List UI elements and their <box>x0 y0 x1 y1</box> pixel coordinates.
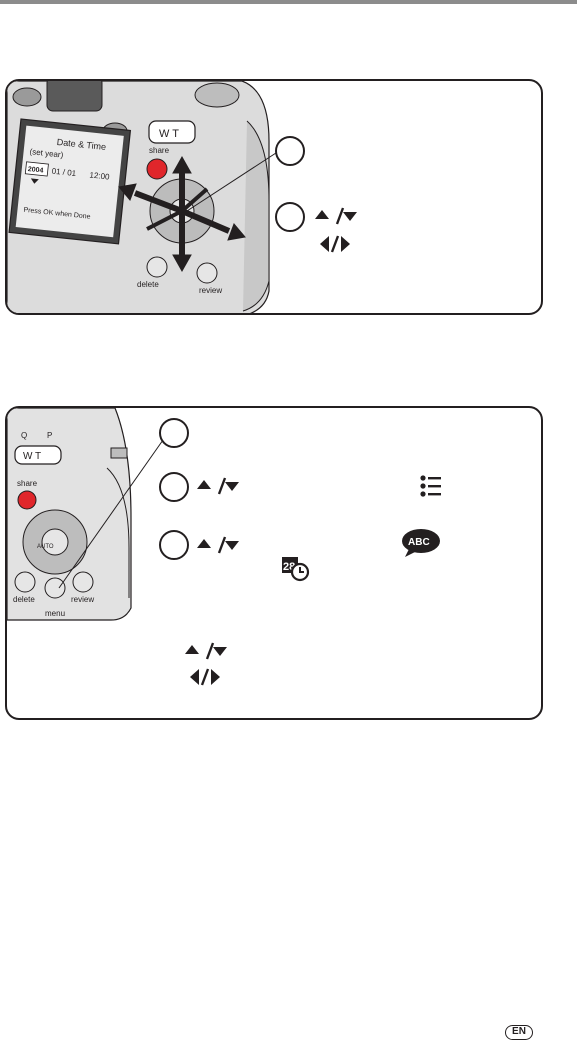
camera-menu-illustration: Q P W T share AUTO delete menu review <box>7 408 147 622</box>
step-2-marker <box>275 202 305 232</box>
date-time-icon: 28 <box>282 557 310 582</box>
camera-label: W T <box>23 451 41 462</box>
lcd-time: 12:00 <box>89 170 110 181</box>
camera-label: review <box>71 595 94 604</box>
language-badge: EN <box>505 1025 533 1040</box>
camera-label: review <box>199 286 222 295</box>
lcd-year: 2004 <box>27 166 43 175</box>
camera-label: Q <box>21 431 27 440</box>
language-icon: ABC <box>402 529 440 557</box>
up-down-arrows-icon <box>197 477 239 495</box>
step-1-marker <box>159 418 189 448</box>
step-2-marker <box>159 472 189 502</box>
up-down-arrows-icon <box>197 536 239 554</box>
camera-label: delete <box>13 595 35 604</box>
step-1-marker <box>275 136 305 166</box>
camera-label: menu <box>45 609 65 618</box>
lcd-screen <box>15 125 124 238</box>
camera-label: share <box>17 479 38 488</box>
left-right-arrows-icon <box>190 668 220 686</box>
direction-arrows <box>118 155 246 273</box>
up-down-arrows-icon <box>315 207 357 225</box>
camera-label: share <box>149 146 170 155</box>
camera-back-illustration: Date & Time (set year) 2004 01 / 01 12:0… <box>7 81 277 313</box>
date-time-instruction-panel: Date & Time (set year) 2004 01 / 01 12:0… <box>5 79 543 315</box>
step-3-marker <box>159 530 189 560</box>
zoom-label: W T <box>159 128 179 140</box>
camera-label: P <box>47 431 52 440</box>
camera-label: AUTO <box>37 544 54 550</box>
top-rule <box>0 0 577 4</box>
lcd-date: 01 / 01 <box>51 167 77 179</box>
up-down-arrows-icon <box>185 642 227 660</box>
setup-menu-instruction-panel: Q P W T share AUTO delete menu review <box>5 406 543 720</box>
lcd-subtitle: (set year) <box>29 147 64 160</box>
camera-label: ABC <box>408 537 430 548</box>
left-right-arrows-icon <box>320 235 350 253</box>
camera-label: delete <box>137 280 159 289</box>
setup-menu-icon <box>420 475 441 497</box>
